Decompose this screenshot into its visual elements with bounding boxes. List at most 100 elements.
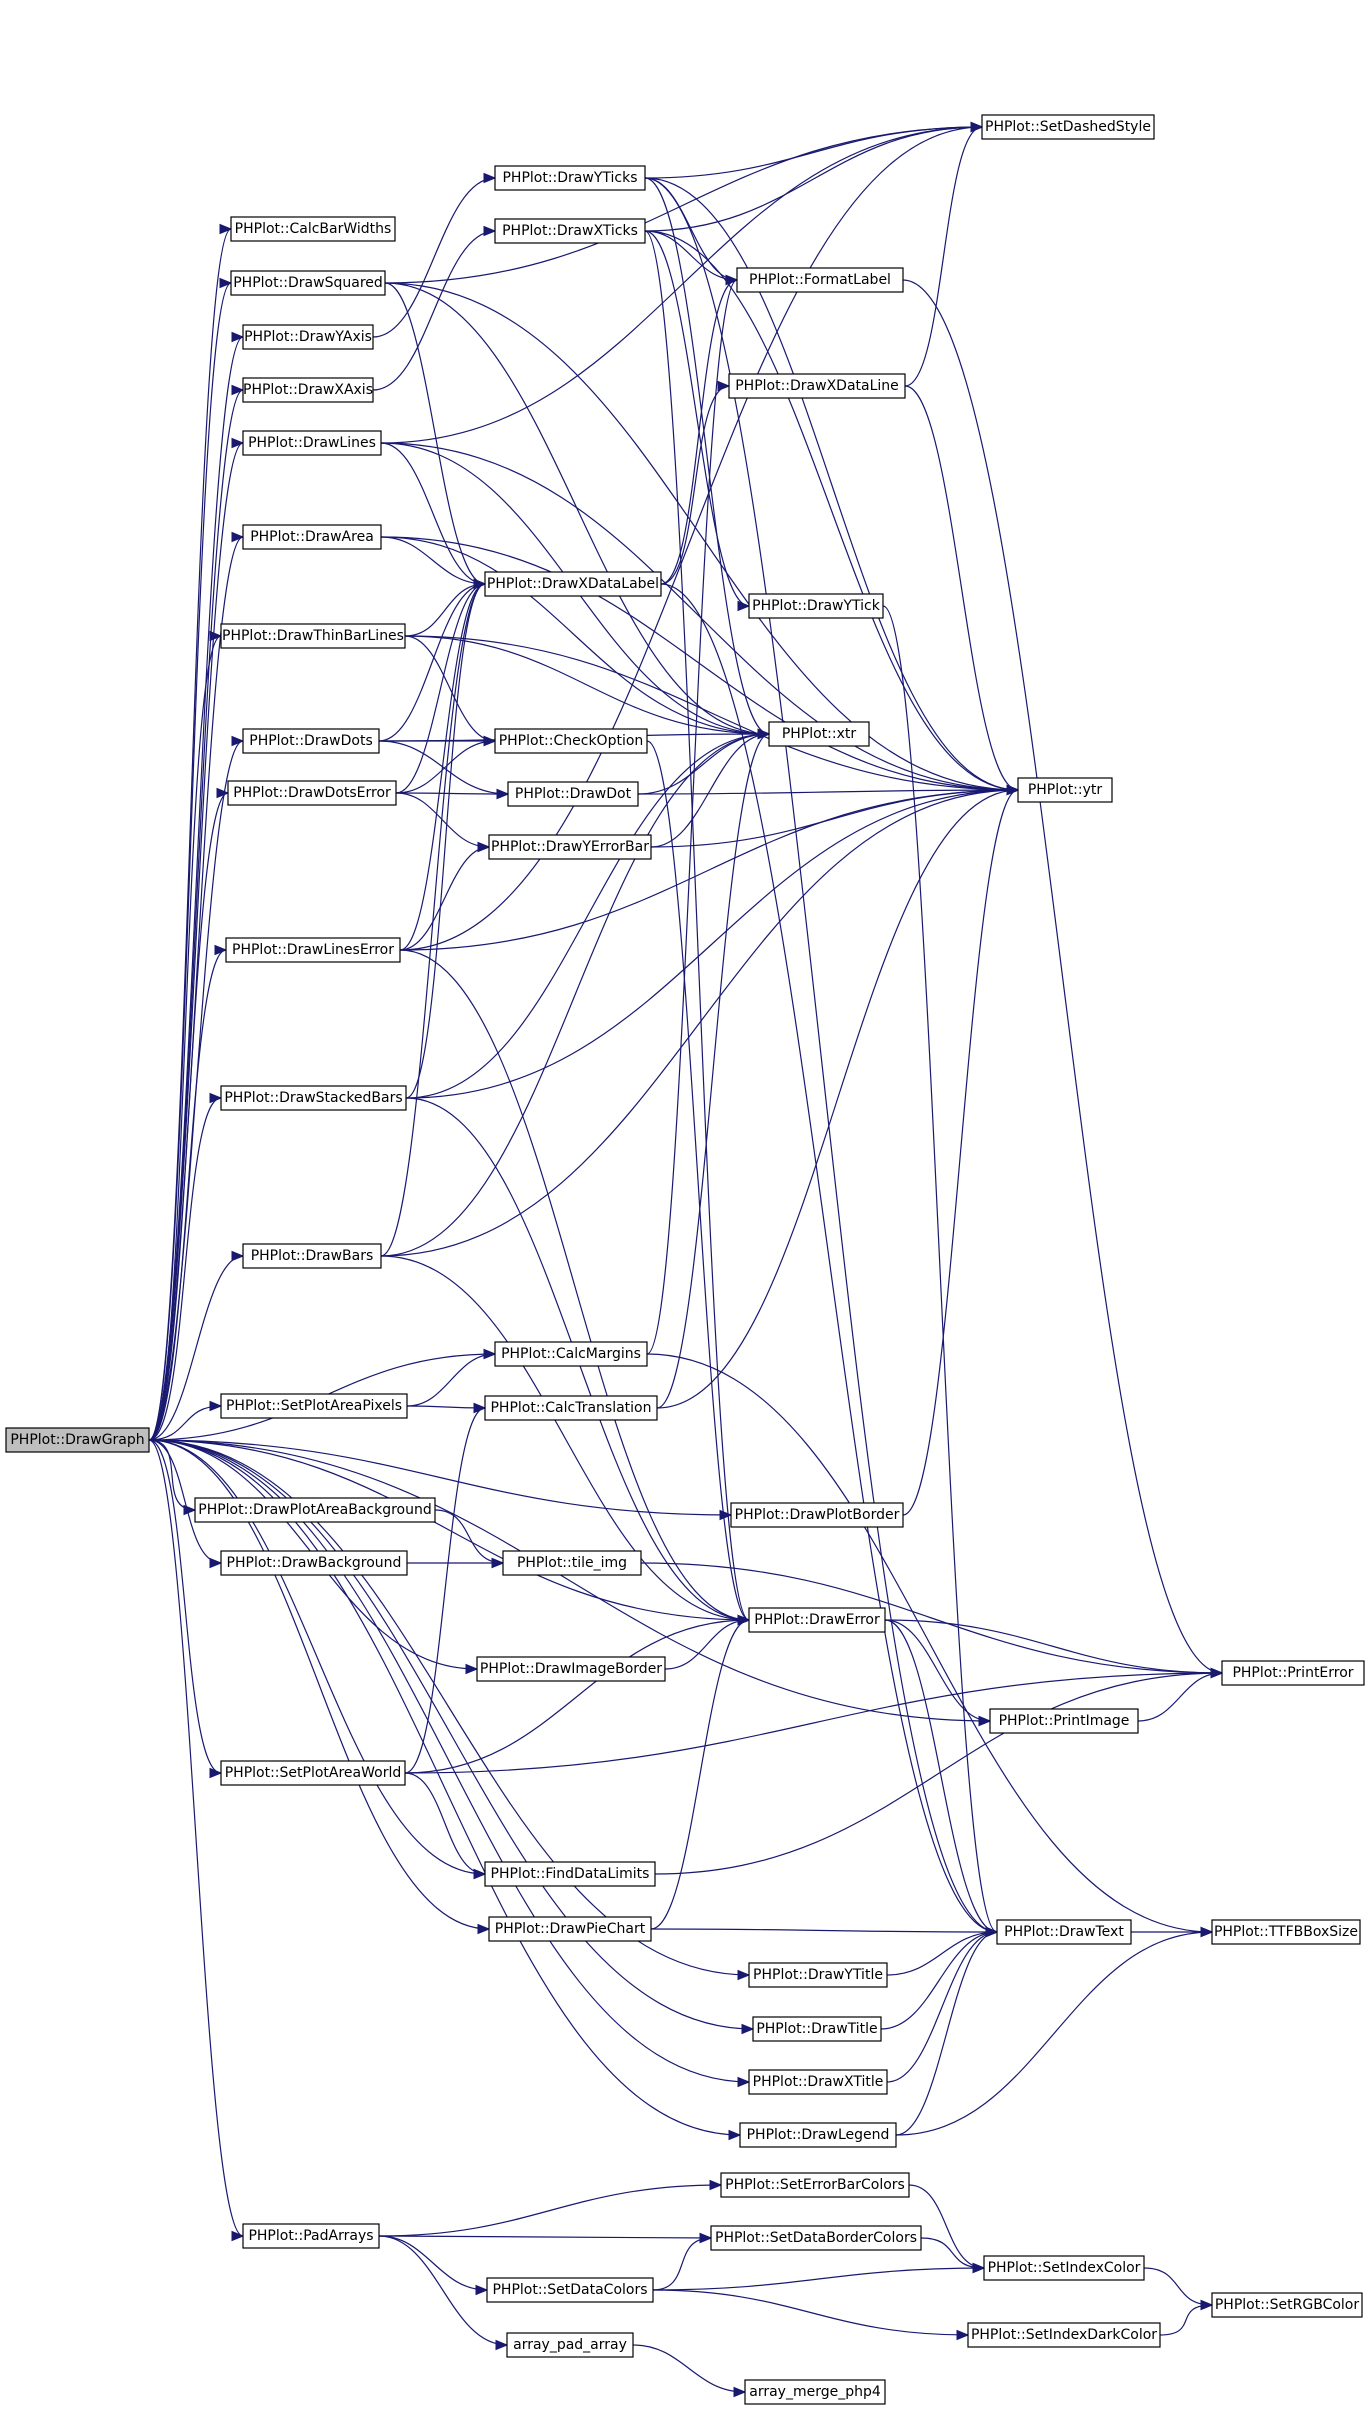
- node-SetErrorBarColors[interactable]: PHPlot::SetErrorBarColors: [720, 2172, 910, 2198]
- node-label: PHPlot::DrawSquared: [233, 275, 383, 291]
- arrowhead-icon: [1200, 1926, 1214, 1938]
- node-box: [989, 1708, 1139, 1734]
- node-PrintImage[interactable]: PHPlot::PrintImage: [989, 1708, 1139, 1734]
- node-FormatLabel[interactable]: PHPlot::FormatLabel: [736, 267, 904, 293]
- node-DrawXAxis[interactable]: PHPlot::DrawXAxis: [242, 377, 374, 403]
- edge-line: [148, 1439, 750, 1976]
- node-label: PHPlot::DrawYErrorBar: [491, 839, 649, 855]
- edge-line: [405, 789, 1019, 1099]
- node-SetPlotAreaPixels[interactable]: PHPlot::SetPlotAreaPixels: [220, 1393, 408, 1419]
- node-DrawThinBarLines[interactable]: PHPlot::DrawThinBarLines: [220, 623, 406, 649]
- node-DrawXTitle[interactable]: PHPlot::DrawXTitle: [748, 2069, 888, 2095]
- node-box: [728, 373, 906, 399]
- node-CalcBarWidths[interactable]: PHPlot::CalcBarWidths: [230, 216, 396, 242]
- node-DrawDotsError[interactable]: PHPlot::DrawDotsError: [227, 780, 397, 806]
- node-DrawBars[interactable]: PHPlot::DrawBars: [242, 1243, 382, 1269]
- edge-DrawXDataLine-to-SetDashedStyle: [904, 121, 984, 387]
- node-DrawLegend[interactable]: PHPlot::DrawLegend: [739, 2122, 897, 2148]
- node-DrawPieChart[interactable]: PHPlot::DrawPieChart: [488, 1916, 652, 1942]
- node-DrawSquared[interactable]: PHPlot::DrawSquared: [230, 270, 386, 296]
- node-label: PHPlot::DrawGraph: [10, 1432, 144, 1448]
- edge-line: [378, 2235, 488, 2291]
- node-tile-img[interactable]: PHPlot::tile_img: [502, 1550, 642, 1576]
- node-DrawYAxis[interactable]: PHPlot::DrawYAxis: [242, 324, 374, 350]
- edge-DrawSquared-to-xtr: [384, 282, 771, 740]
- node-DrawArea[interactable]: PHPlot::DrawArea: [242, 524, 382, 550]
- node-box: [230, 216, 396, 242]
- node-DrawImageBorder[interactable]: PHPlot::DrawImageBorder: [476, 1656, 666, 1682]
- node-DrawBackground[interactable]: PHPlot::DrawBackground: [220, 1550, 408, 1576]
- edge-DrawXTicks-to-DrawYTick: [644, 230, 751, 612]
- arrowhead-icon: [741, 2023, 755, 2035]
- node-DrawText[interactable]: PHPlot::DrawText: [996, 1919, 1132, 1945]
- node-SetDataBorderColors[interactable]: PHPlot::SetDataBorderColors: [710, 2225, 922, 2251]
- edge-DrawSquared-to-SetDashedStyle: [384, 121, 984, 284]
- node-CalcMargins[interactable]: PHPlot::CalcMargins: [494, 1341, 648, 1367]
- edge-SetDataColors-to-SetIndexColor: [652, 2262, 986, 2291]
- node-xtr[interactable]: PHPlot::xtr: [768, 721, 870, 747]
- edge-line: [148, 282, 232, 1441]
- edge-PrintImage-to-PrintError: [1137, 1667, 1224, 1722]
- node-CheckOption[interactable]: PHPlot::CheckOption: [494, 728, 648, 754]
- node-SetPlotAreaWorld[interactable]: PHPlot::SetPlotAreaWorld: [220, 1760, 406, 1786]
- node-SetDashedStyle[interactable]: PHPlot::SetDashedStyle: [981, 114, 1155, 140]
- node-label: PHPlot::DrawTitle: [756, 2021, 877, 2037]
- arrowhead-icon: [1210, 1667, 1224, 1679]
- node-array-merge-php4[interactable]: array_merge_php4: [744, 2379, 886, 2405]
- node-FindDataLimits[interactable]: PHPlot::FindDataLimits: [484, 1861, 656, 1887]
- edge-line: [148, 1439, 991, 1722]
- edge-DrawPieChart-to-DrawError: [650, 1614, 751, 1930]
- node-label: PHPlot::DrawArea: [250, 529, 374, 545]
- node-label: PHPlot::SetIndexColor: [988, 2260, 1141, 2276]
- node-DrawLines[interactable]: PHPlot::DrawLines: [242, 430, 382, 456]
- node-DrawYTicks[interactable]: PHPlot::DrawYTicks: [494, 165, 646, 191]
- node-SetIndexColor[interactable]: PHPlot::SetIndexColor: [983, 2255, 1145, 2281]
- node-DrawYErrorBar[interactable]: PHPlot::DrawYErrorBar: [488, 834, 652, 860]
- edge-SetIndexDarkColor-to-SetRGBColor: [1159, 2299, 1214, 2336]
- arrowhead-icon: [491, 1557, 505, 1569]
- edge-line: [148, 1439, 222, 1564]
- node-SetDataColors[interactable]: PHPlot::SetDataColors: [486, 2277, 654, 2303]
- edge-DrawDotsError-to-DrawDot: [395, 788, 510, 800]
- edge-DrawGraph-to-DrawArea: [148, 531, 245, 1441]
- node-array-pad-array[interactable]: array_pad_array: [506, 2332, 634, 2358]
- node-PadArrays[interactable]: PHPlot::PadArrays: [242, 2223, 380, 2249]
- node-DrawTitle[interactable]: PHPlot::DrawTitle: [752, 2016, 882, 2042]
- edge-line: [660, 279, 738, 585]
- node-TTFBBoxSize[interactable]: PHPlot::TTFBBoxSize: [1211, 1919, 1361, 1945]
- node-DrawError[interactable]: PHPlot::DrawError: [748, 1607, 886, 1633]
- node-label: PHPlot::SetDataBorderColors: [715, 2230, 917, 2246]
- edge-line: [380, 789, 1019, 1257]
- edge-line: [404, 1772, 486, 1875]
- edge-line: [148, 1439, 754, 2030]
- node-DrawPlotAreaBackground[interactable]: PHPlot::DrawPlotAreaBackground: [194, 1497, 436, 1523]
- node-CalcTranslation[interactable]: PHPlot::CalcTranslation: [484, 1395, 658, 1421]
- arrowhead-icon: [737, 1969, 751, 1981]
- node-box: [242, 377, 374, 403]
- node-box: [494, 218, 646, 244]
- edge-line: [904, 385, 1019, 791]
- node-DrawStackedBars[interactable]: PHPlot::DrawStackedBars: [220, 1085, 407, 1111]
- arrowhead-icon: [231, 531, 245, 543]
- node-ytr[interactable]: PHPlot::ytr: [1017, 777, 1113, 803]
- arrowhead-icon: [183, 1504, 197, 1516]
- node-DrawDots[interactable]: PHPlot::DrawDots: [242, 728, 380, 754]
- node-label: PHPlot::DrawDot: [515, 786, 632, 802]
- edge-DrawText-to-TTFBBoxSize: [1130, 1926, 1214, 1938]
- node-DrawDot[interactable]: PHPlot::DrawDot: [507, 781, 639, 807]
- node-DrawYTick[interactable]: PHPlot::DrawYTick: [748, 593, 884, 619]
- node-PrintError[interactable]: PHPlot::PrintError: [1221, 1660, 1365, 1686]
- node-label: PHPlot::DrawImageBorder: [480, 1661, 662, 1677]
- node-DrawXDataLine[interactable]: PHPlot::DrawXDataLine: [728, 373, 906, 399]
- node-DrawLinesError[interactable]: PHPlot::DrawLinesError: [225, 937, 401, 963]
- node-SetRGBColor[interactable]: PHPlot::SetRGBColor: [1211, 2292, 1363, 2318]
- arrowhead-icon: [477, 841, 491, 853]
- node-DrawYTitle[interactable]: PHPlot::DrawYTitle: [748, 1962, 888, 1988]
- node-DrawPlotBorder[interactable]: PHPlot::DrawPlotBorder: [730, 1502, 904, 1528]
- node-DrawGraph[interactable]: PHPlot::DrawGraph: [5, 1427, 150, 1453]
- node-SetIndexDarkColor[interactable]: PHPlot::SetIndexDarkColor: [967, 2322, 1161, 2348]
- edge-DrawYTicks-to-xtr: [644, 177, 771, 740]
- node-DrawXDataLabel[interactable]: PHPlot::DrawXDataLabel: [484, 571, 662, 597]
- node-DrawXTicks[interactable]: PHPlot::DrawXTicks: [494, 218, 646, 244]
- node-box: [242, 2223, 380, 2249]
